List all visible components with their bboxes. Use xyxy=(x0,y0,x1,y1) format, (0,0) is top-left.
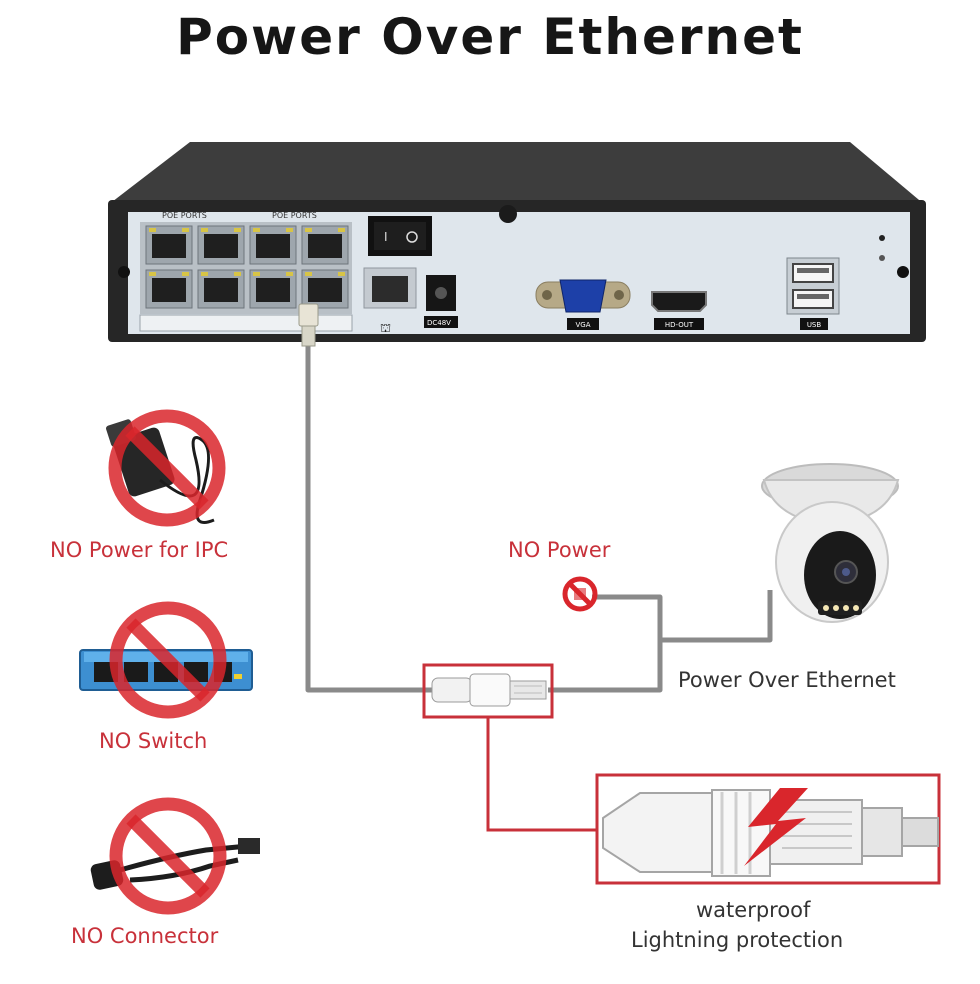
poe-port[interactable] xyxy=(301,269,349,309)
poe-port[interactable] xyxy=(145,225,193,265)
poe-port[interactable] xyxy=(145,269,193,309)
poe-label: Power Over Ethernet xyxy=(678,668,896,692)
poe-ports-label-right: POE PORTS xyxy=(272,211,317,220)
lightning-icon xyxy=(744,788,808,866)
hdout-port[interactable] xyxy=(651,291,707,312)
prohibited-icon xyxy=(109,797,227,915)
poe-port[interactable] xyxy=(197,269,245,309)
usb-label: USB xyxy=(807,321,822,329)
network-icon: ⛫ xyxy=(380,321,391,335)
no-connector-label: NO Connector xyxy=(71,924,219,948)
page-title: Power Over Ethernet xyxy=(176,8,804,66)
no-power-label: NO Power xyxy=(508,538,611,562)
no-power-ipc-label: NO Power for IPC xyxy=(50,538,229,562)
lightning-protection-label: Lightning protection xyxy=(631,928,844,952)
hdout-label: HD-OUT xyxy=(665,321,694,329)
port-indicator-strip xyxy=(139,314,353,332)
screw-icon xyxy=(897,266,909,278)
ground-icon xyxy=(879,255,885,261)
dome-camera xyxy=(761,463,900,623)
poe-ports[interactable] xyxy=(145,225,349,309)
screw-icon xyxy=(118,266,130,278)
rj45-waterproof-connector xyxy=(431,673,547,707)
dc-label: DC48V xyxy=(427,319,451,327)
poe-splitter-item xyxy=(90,838,260,890)
power-off-icon xyxy=(406,231,418,243)
vga-port[interactable] xyxy=(535,279,631,313)
connector-callout-line xyxy=(486,717,598,832)
cable-nvr-to-connector xyxy=(305,345,432,693)
waterproof-label: waterproof xyxy=(696,898,811,922)
usb-ports[interactable] xyxy=(786,257,840,315)
waterproof-connector-closeup xyxy=(602,788,939,877)
nvr-top-cover xyxy=(108,142,925,205)
screw-icon xyxy=(499,205,517,223)
cable-to-camera xyxy=(660,590,773,643)
poe-port[interactable] xyxy=(249,225,297,265)
rj45-plug xyxy=(298,303,319,347)
prohibited-icon xyxy=(108,409,226,527)
poe-port[interactable] xyxy=(301,225,349,265)
poe-ports-label-left: POE PORTS xyxy=(162,211,207,220)
cable-to-no-power xyxy=(548,594,663,693)
cables xyxy=(305,345,773,693)
nvr-recorder: POE PORTS POE PORTS I ⛫ DC48V VGA xyxy=(108,142,926,342)
no-switch-label: NO Switch xyxy=(99,729,208,753)
no-power-prohibited-icon xyxy=(562,576,598,612)
poe-port[interactable] xyxy=(249,269,297,309)
poe-port[interactable] xyxy=(197,225,245,265)
prohibited-icon xyxy=(109,601,227,719)
svg-text:I: I xyxy=(384,230,388,244)
reset-hole-icon xyxy=(879,235,885,241)
vga-label: VGA xyxy=(575,321,590,329)
